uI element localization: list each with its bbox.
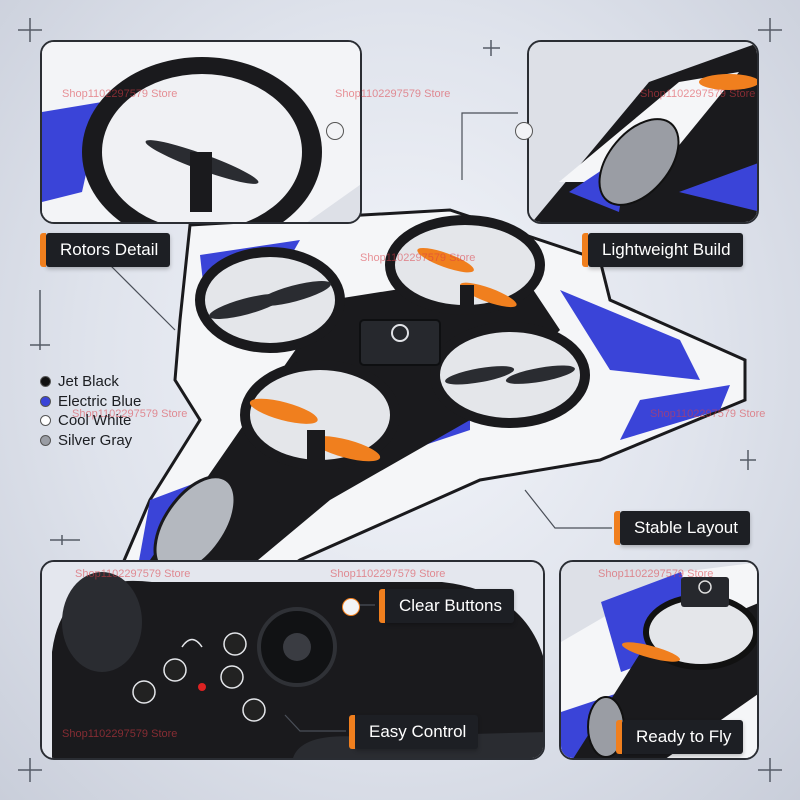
label-text: Easy Control bbox=[369, 722, 467, 741]
power-icon bbox=[391, 324, 409, 342]
camo-blue-2 bbox=[560, 290, 700, 380]
label-clear-buttons: Clear Buttons bbox=[379, 589, 514, 623]
label-accent bbox=[582, 233, 588, 267]
label-rotors-detail: Rotors Detail bbox=[40, 233, 171, 267]
drone-perspective-illustration bbox=[561, 562, 757, 758]
rotor-closeup-illustration bbox=[42, 42, 360, 222]
panel-rotors-detail bbox=[40, 40, 362, 224]
watermark: Shop1102297579 Store bbox=[360, 252, 476, 264]
button-speed bbox=[220, 665, 244, 689]
legend-item: Electric Blue bbox=[40, 392, 141, 412]
watermark: Shop1102297579 Store bbox=[650, 408, 766, 420]
legend-label: Electric Blue bbox=[58, 392, 142, 410]
legend-item: Jet Black bbox=[40, 372, 141, 392]
callout-hub bbox=[342, 598, 360, 616]
watermark: Shop1102297579 Store bbox=[62, 88, 178, 100]
label-accent bbox=[40, 233, 46, 267]
watermark: Shop1102297579 Store bbox=[62, 728, 178, 740]
watermark: Shop1102297579 Store bbox=[598, 568, 714, 580]
legend-dot bbox=[40, 376, 51, 388]
button-indicator bbox=[198, 683, 206, 691]
button-flip bbox=[242, 698, 266, 722]
button-cancel bbox=[163, 658, 187, 682]
label-stable-layout: Stable Layout bbox=[614, 511, 750, 545]
legend-label: Cool White bbox=[58, 412, 132, 430]
label-text: Ready to Fly bbox=[636, 727, 732, 746]
label-ready-to-fly: Ready to Fly bbox=[616, 720, 744, 754]
camo-blue-5 bbox=[620, 385, 730, 440]
rotor-ring-front-left bbox=[240, 360, 400, 470]
watermark: Shop1102297579 Store bbox=[75, 568, 191, 580]
legend-dot bbox=[40, 415, 51, 427]
panel-lightweight-build bbox=[527, 40, 759, 224]
label-accent bbox=[616, 720, 622, 754]
legend-label: Jet Black bbox=[58, 373, 119, 391]
rotor-ring-front-right bbox=[430, 322, 590, 428]
label-text: Clear Buttons bbox=[399, 596, 502, 615]
callout-hub bbox=[515, 122, 533, 140]
label-text: Lightweight Build bbox=[602, 240, 731, 259]
label-text: Stable Layout bbox=[634, 518, 738, 537]
button-mode bbox=[223, 632, 247, 656]
legend-dot bbox=[40, 434, 51, 446]
legend-item: Cool White bbox=[40, 411, 141, 431]
color-legend: Jet Black Electric Blue Cool White Silve… bbox=[40, 372, 141, 450]
controller-grip-left bbox=[62, 572, 142, 672]
button-power bbox=[132, 680, 156, 704]
legend-item: Silver Gray bbox=[40, 431, 141, 451]
label-accent bbox=[379, 589, 385, 623]
legend-dot bbox=[40, 395, 51, 407]
propeller-back-left bbox=[209, 281, 331, 319]
label-easy-control: Easy Control bbox=[349, 715, 479, 749]
watermark: Shop1102297579 Store bbox=[335, 88, 451, 100]
label-accent bbox=[614, 511, 620, 545]
watermark: Shop1102297579 Store bbox=[72, 408, 188, 420]
propeller-front-right bbox=[445, 365, 575, 385]
propeller-front-left bbox=[249, 398, 381, 462]
propeller-back-right bbox=[417, 247, 517, 308]
motor-hub bbox=[460, 285, 474, 309]
label-lightweight-build: Lightweight Build bbox=[582, 233, 743, 267]
cockpit-closeup-illustration bbox=[529, 42, 757, 222]
motor-hub bbox=[307, 430, 325, 460]
legend-label: Silver Gray bbox=[58, 431, 133, 449]
watermark: Shop1102297579 Store bbox=[330, 568, 446, 580]
battery-module bbox=[359, 319, 441, 366]
panel-ready-to-fly bbox=[559, 560, 759, 760]
watermark: Shop1102297579 Store bbox=[640, 88, 756, 100]
callout-hub bbox=[326, 122, 344, 140]
label-accent bbox=[349, 715, 355, 749]
label-text: Rotors Detail bbox=[60, 240, 159, 259]
